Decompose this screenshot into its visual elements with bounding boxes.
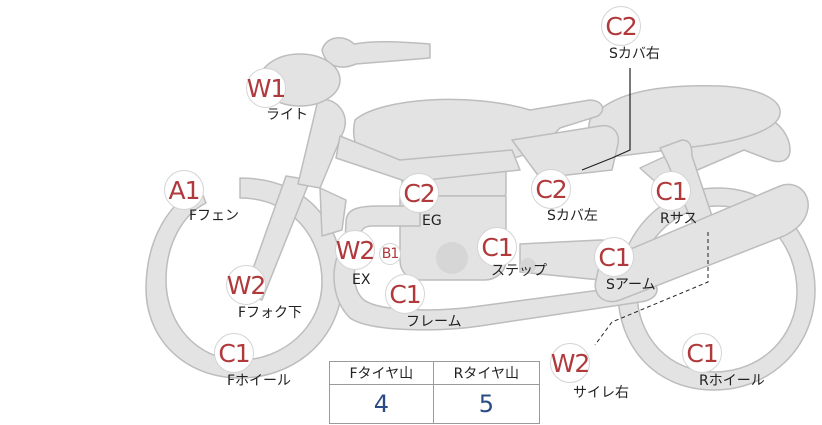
label-s-cover-right: Sカバ右 <box>609 46 660 62</box>
rear-tread-header: Rタイヤ山 <box>432 361 541 385</box>
marker-rear-suspension[interactable]: C1 <box>651 171 691 211</box>
marker-step[interactable]: C1 <box>477 227 517 267</box>
frame-rail-shape <box>335 135 521 183</box>
marker-engine[interactable]: C2 <box>399 173 439 213</box>
front-tread-value[interactable]: 4 <box>329 384 434 424</box>
marker-rear-wheel[interactable]: C1 <box>682 333 722 373</box>
tire-tread-table: Fタイヤ山 Rタイヤ山 4 5 <box>329 361 541 424</box>
label-light: ライト <box>266 107 308 123</box>
frame-downtube-shape <box>319 187 347 237</box>
label-step: ステップ <box>491 263 547 279</box>
marker-front-fork-lower[interactable]: W2 <box>226 265 266 305</box>
label-s-cover-left: Sカバ左 <box>547 208 598 224</box>
handlebar-shape <box>321 37 431 68</box>
marker-swing-arm[interactable]: C1 <box>594 237 634 277</box>
marker-light[interactable]: W1 <box>246 68 286 108</box>
marker-front-fender[interactable]: A1 <box>164 170 204 210</box>
step-circle <box>520 258 536 274</box>
engine-cover-circle <box>436 242 468 274</box>
marker-front-wheel[interactable]: C1 <box>214 333 254 373</box>
label-frame: フレーム <box>406 314 462 330</box>
leader-line-s-cover-right <box>581 68 631 171</box>
marker-muffler[interactable]: W2 <box>550 343 590 383</box>
front-tread-header: Fタイヤ山 <box>329 361 434 385</box>
marker-s-cover-right[interactable]: C2 <box>601 6 641 46</box>
label-swing-arm: Sアーム <box>606 277 656 293</box>
rear-tread-value[interactable]: 5 <box>432 384 541 424</box>
leader-line-rear-suspension <box>594 232 709 346</box>
label-front-fender: Fフェン <box>189 208 240 224</box>
muffler-shape <box>594 183 809 303</box>
label-rear-suspension: Rサス <box>660 211 698 227</box>
side-cover-shape <box>511 124 620 179</box>
label-front-fork-lower: Fフォク下 <box>238 305 303 321</box>
label-exhaust: EX <box>352 272 371 288</box>
marker-s-cover-left[interactable]: C2 <box>531 169 571 209</box>
label-muffler: サイレ右 <box>573 385 629 401</box>
marker-exhaust-secondary[interactable]: B1 <box>379 243 401 265</box>
label-rear-wheel: Rホイール <box>699 373 765 389</box>
label-front-wheel: Fホイール <box>227 373 292 389</box>
marker-frame[interactable]: C1 <box>385 274 425 314</box>
label-engine: EG <box>422 213 442 229</box>
marker-exhaust[interactable]: W2 <box>335 230 375 270</box>
